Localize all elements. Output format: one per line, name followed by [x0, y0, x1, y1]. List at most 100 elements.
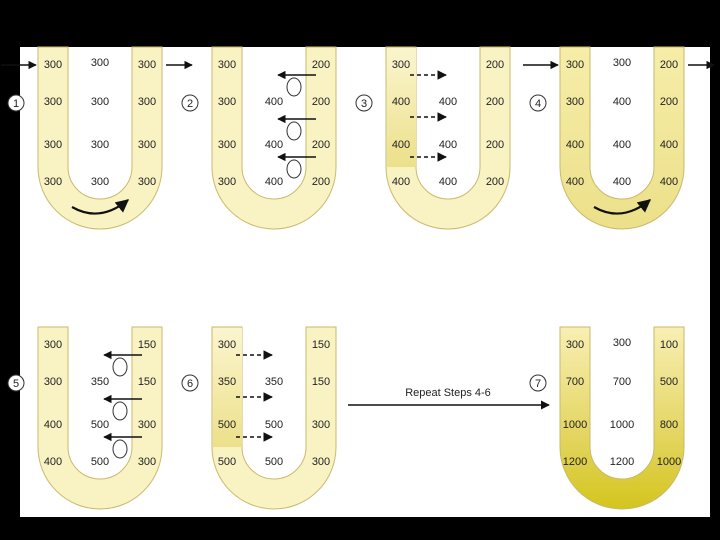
ascending-limb-value: 200: [312, 59, 330, 71]
ascending-limb-value: 200: [312, 139, 330, 151]
loop-tube: [37, 326, 163, 510]
step-number: 5: [13, 378, 19, 390]
descending-limb-value: 400: [392, 139, 410, 151]
ascending-limb-value: 300: [138, 419, 156, 431]
descending-limb-value: 300: [218, 339, 236, 351]
interstitial-value: 400: [265, 96, 283, 108]
ascending-limb-value: 200: [486, 176, 504, 188]
ascending-limb-value: 300: [138, 139, 156, 151]
descending-limb-value: 300: [44, 96, 62, 108]
step-number-badge: [355, 94, 373, 112]
step-7: 7300700100012001005008001000300700100012…: [529, 326, 685, 510]
descending-limb-value: 700: [566, 376, 584, 388]
interstitial-value: 400: [439, 139, 457, 151]
interstitial-value: 500: [265, 419, 283, 431]
ascending-limb-value: 500: [660, 376, 678, 388]
descending-limb-value: 300: [218, 96, 236, 108]
pump-carrier: [112, 401, 128, 421]
repeat-label: Repeat Steps 4-6: [405, 387, 491, 399]
interstitial-value: 500: [91, 419, 109, 431]
ascending-limb-value: 300: [138, 59, 156, 71]
descending-limb-value: 300: [566, 96, 584, 108]
descending-limb-value: 400: [392, 96, 410, 108]
descending-limb-value: 350: [218, 376, 236, 388]
interstitial-value: 400: [439, 176, 457, 188]
interstitial-value: 300: [613, 57, 631, 69]
descending-limb-value: 400: [44, 419, 62, 431]
step-number: 4: [535, 98, 541, 110]
pump-carrier: [286, 121, 302, 141]
interstitial-value: 300: [91, 139, 109, 151]
interstitial-value: 500: [265, 456, 283, 468]
ascending-limb-value: 200: [312, 176, 330, 188]
pump-carrier: [286, 159, 302, 179]
loop-tube: [37, 46, 163, 230]
descending-limb-value: 300: [44, 339, 62, 351]
loop-tube: [211, 326, 337, 510]
descending-limb-value: 300: [44, 139, 62, 151]
pump-carrier: [112, 357, 128, 377]
step-number-badge: [7, 94, 25, 112]
interstitial-value: 350: [91, 376, 109, 388]
step-number-badge: [529, 94, 547, 112]
ascending-limb-value: 200: [660, 59, 678, 71]
interstitial-value: 400: [613, 139, 631, 151]
step-number: 1: [13, 98, 19, 110]
step-number: 6: [187, 378, 193, 390]
ascending-limb-value: 800: [660, 419, 678, 431]
interstitial-value: 500: [91, 456, 109, 468]
interstitial-value: 1000: [610, 419, 634, 431]
interstitial-value: 350: [265, 376, 283, 388]
descending-limb-value: 400: [566, 176, 584, 188]
descending-limb-value: 300: [218, 59, 236, 71]
pump-carrier: [286, 77, 302, 97]
ascending-limb-value: 300: [312, 456, 330, 468]
descending-limb-value: 300: [392, 59, 410, 71]
ascending-limb-value: 400: [660, 139, 678, 151]
loop-tube: [559, 46, 685, 230]
descending-limb-value: 300: [566, 339, 584, 351]
interstitial-value: 400: [613, 176, 631, 188]
ascending-limb-value: 150: [138, 339, 156, 351]
hairpin-flow-arrow: [593, 199, 652, 215]
descending-limb-shade: [387, 48, 416, 167]
interstitial-value: 400: [439, 96, 457, 108]
loop-tube: [559, 326, 685, 510]
descending-limb-value: 300: [44, 376, 62, 388]
interstitial-value: 1200: [610, 456, 634, 468]
descending-limb-value: 300: [566, 59, 584, 71]
descending-limb-value: 300: [218, 139, 236, 151]
descending-limb-value: 1000: [563, 419, 587, 431]
ascending-limb-value: 300: [138, 456, 156, 468]
pump-carrier: [112, 439, 128, 459]
descending-limb-value: 400: [44, 456, 62, 468]
interstitial-value: 400: [613, 96, 631, 108]
interstitial-value: 400: [265, 139, 283, 151]
descending-limb-value: 300: [44, 176, 62, 188]
ascending-limb-value: 200: [486, 59, 504, 71]
ascending-limb-value: 200: [312, 96, 330, 108]
ascending-limb-value: 150: [312, 339, 330, 351]
descending-limb-value: 400: [566, 139, 584, 151]
descending-limb-value: 1200: [563, 456, 587, 468]
ascending-limb-value: 200: [660, 96, 678, 108]
ascending-limb-value: 300: [312, 419, 330, 431]
interstitial-value: 300: [91, 57, 109, 69]
loop-tube: [211, 46, 337, 230]
ascending-limb-value: 150: [312, 376, 330, 388]
interstitial-value: 700: [613, 376, 631, 388]
step-number: 2: [187, 98, 193, 110]
ascending-limb-value: 200: [486, 96, 504, 108]
hairpin-flow-arrow: [71, 199, 130, 215]
step-number-badge: [529, 374, 547, 392]
repeat-connector: Repeat Steps 4-6: [348, 387, 550, 410]
descending-limb-value: 300: [44, 59, 62, 71]
ascending-limb-value: 100: [660, 339, 678, 351]
descending-limb-value: 500: [218, 456, 236, 468]
